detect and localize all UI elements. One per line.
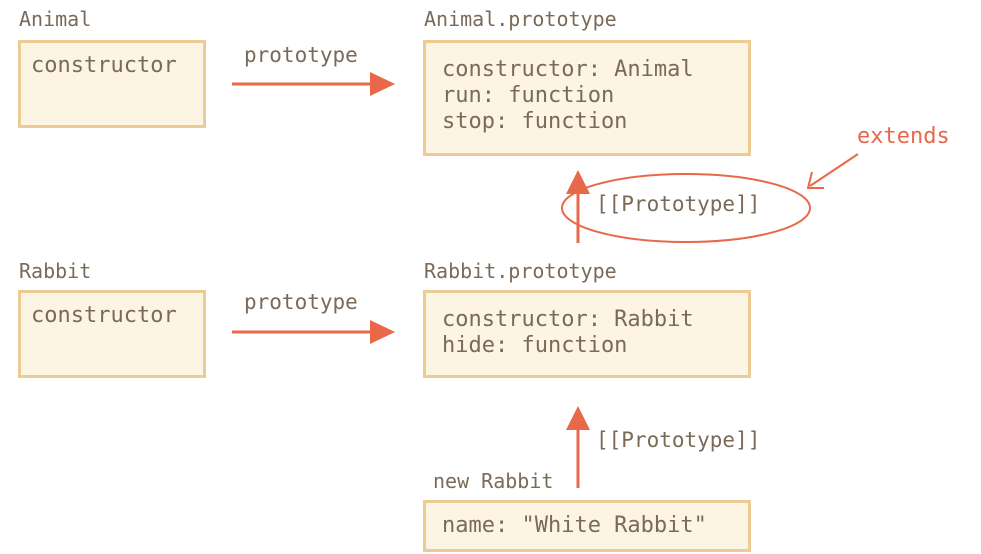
animal-prototype-line-run: run: function — [442, 83, 615, 108]
rabbit-prototype-edge-label: prototype — [244, 290, 358, 314]
rabbit-prototype-line-constructor: constructor: Rabbit — [442, 307, 694, 332]
rabbit-prototype-box: constructor: Rabbit hide: function — [423, 290, 751, 378]
animal-prototype-line-constructor: constructor: Animal — [442, 57, 694, 82]
animal-constructor-box: constructor — [18, 40, 206, 128]
rabbit-instance-link-label: [[Prototype]] — [596, 428, 761, 452]
rabbit-to-animal-proto-link — [566, 170, 590, 243]
animal-prototype-title: Animal.prototype — [424, 7, 617, 31]
new-rabbit-line-name: name: "White Rabbit" — [442, 513, 707, 538]
animal-prototype-edge-label: prototype — [244, 43, 358, 67]
new-rabbit-box: name: "White Rabbit" — [423, 500, 751, 552]
extends-link-label: [[Prototype]] — [596, 192, 761, 216]
extends-pointer-arrow — [806, 153, 859, 189]
animal-constructor-text: constructor — [31, 53, 177, 78]
rabbit-prototype-title: Rabbit.prototype — [424, 259, 617, 283]
animal-prototype-arrow — [232, 72, 395, 96]
rabbit-constructor-box: constructor — [18, 290, 206, 378]
animal-title: Animal — [19, 7, 92, 31]
rabbit-constructor-text: constructor — [31, 303, 177, 328]
rabbit-title: Rabbit — [19, 259, 92, 283]
animal-prototype-box: constructor: Animal run: function stop: … — [423, 40, 751, 156]
new-rabbit-title: new Rabbit — [433, 469, 554, 493]
extends-label: extends — [857, 124, 950, 149]
rabbit-prototype-line-hide: hide: function — [442, 333, 628, 358]
rabbit-instance-proto-link — [566, 406, 590, 488]
rabbit-prototype-arrow — [232, 320, 395, 344]
extends-highlight-ellipse — [561, 173, 811, 243]
animal-prototype-line-stop: stop: function — [442, 109, 628, 134]
